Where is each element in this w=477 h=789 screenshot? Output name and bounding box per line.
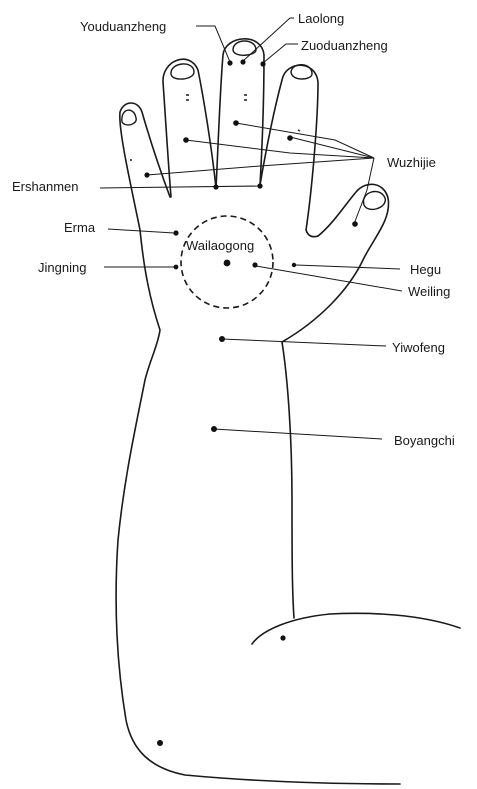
forearm-right-outline — [282, 342, 294, 618]
little-finger-outline — [116, 103, 400, 784]
point-wuzhijie-little — [144, 172, 149, 177]
point-boyangchi — [211, 426, 217, 432]
label-boyangchi: Boyangchi — [394, 433, 455, 448]
point-wailaogong — [224, 260, 231, 267]
point-jingning — [174, 265, 179, 270]
label-wailaogong: Wailaogong — [186, 238, 254, 253]
point-hegu — [292, 263, 296, 267]
middle-finger-outline — [216, 39, 264, 188]
leader-boyangchi — [214, 429, 382, 439]
leader-wuzhijie-2 — [290, 137, 374, 158]
leader-hegu — [296, 265, 400, 269]
point-elbow — [280, 635, 285, 640]
hand-outline — [116, 39, 460, 784]
point-erma — [173, 230, 178, 235]
index-finger-nail — [291, 65, 312, 79]
point-wuzhijie-index — [287, 135, 293, 141]
thumb-outline — [282, 184, 389, 342]
label-hegu: Hegu — [410, 262, 441, 277]
ring-finger-nail — [171, 64, 194, 79]
labels: Youduanzheng Laolong Zuoduanzheng Wuzhij… — [12, 11, 455, 448]
leader-youduanzheng — [196, 26, 230, 62]
point-youduanzheng — [227, 60, 232, 65]
label-yiwofeng: Yiwofeng — [392, 340, 445, 355]
label-jingning: Jingning — [38, 260, 86, 275]
leader-wuzhijie-3 — [186, 140, 374, 158]
ring-finger-outline — [163, 59, 216, 197]
thumb-nail — [363, 192, 385, 210]
label-erma: Erma — [64, 220, 96, 235]
point-laolong — [240, 59, 245, 64]
label-youduanzheng: Youduanzheng — [80, 19, 166, 34]
middle-finger-nail — [233, 41, 256, 55]
point-wuzhijie-middle — [233, 120, 239, 126]
index-finger-outline — [260, 65, 318, 237]
little-finger-nail — [122, 110, 136, 125]
leader-zuoduanzheng — [263, 44, 298, 63]
point-ershanmen-left — [213, 184, 218, 189]
point-weiling — [252, 262, 257, 267]
leader-ershanmen — [100, 186, 260, 188]
acupoints — [144, 59, 357, 746]
finger-crease-marks — [130, 95, 300, 160]
label-laolong: Laolong — [298, 11, 344, 26]
point-yiwofeng — [219, 336, 225, 342]
leader-weiling — [256, 266, 402, 291]
label-weiling: Weiling — [408, 284, 450, 299]
point-ershanmen-right — [257, 183, 262, 188]
label-zuoduanzheng: Zuoduanzheng — [301, 38, 388, 53]
point-forearm-lower — [157, 740, 163, 746]
point-wuzhijie-thumb — [352, 221, 358, 227]
leader-yiwofeng — [222, 339, 386, 346]
label-wuzhijie: Wuzhijie — [387, 155, 436, 170]
point-zuoduanzheng — [260, 61, 265, 66]
point-wuzhijie-ring — [183, 137, 189, 143]
label-ershanmen: Ershanmen — [12, 179, 78, 194]
